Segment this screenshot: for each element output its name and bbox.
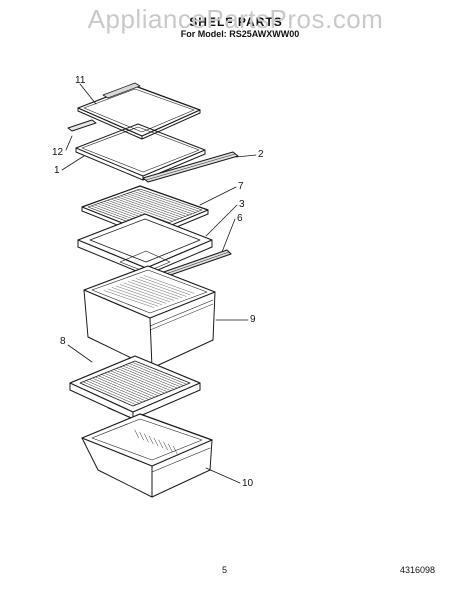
rib-line <box>126 193 190 216</box>
rib-line <box>101 374 156 398</box>
rib-line <box>91 377 146 402</box>
part-12-side-clip <box>67 119 97 132</box>
rib-line <box>110 198 174 222</box>
callout-7: 7 <box>238 181 244 192</box>
part-11-glass-shelf <box>77 82 201 140</box>
document-part-number: 4316098 <box>400 565 436 575</box>
rib-line <box>123 282 175 301</box>
rib-line <box>111 287 163 305</box>
part-10-lower-drawer <box>81 413 213 498</box>
callout-11: 11 <box>75 75 86 86</box>
rib-line <box>104 372 159 397</box>
rib-line <box>113 369 169 393</box>
callout-3: 3 <box>239 199 245 210</box>
rib-line <box>131 361 188 385</box>
callout-1: 1 <box>54 165 60 176</box>
part-2-front-trim <box>142 151 239 183</box>
rib-line <box>82 381 137 405</box>
rib-line <box>130 192 193 215</box>
rib-line <box>115 285 167 304</box>
part-9-crisper-drawer <box>83 265 216 369</box>
callout-8: 8 <box>60 336 66 347</box>
rib-line <box>103 290 155 308</box>
rib-line <box>134 429 140 439</box>
rib-line <box>148 435 154 445</box>
rib-line <box>98 375 153 399</box>
rib-line <box>128 363 184 386</box>
rib-line <box>139 276 191 295</box>
part-8-lower-cover <box>69 355 201 420</box>
rib-line <box>107 288 159 307</box>
rib-line <box>158 439 164 449</box>
rib-line <box>139 431 144 441</box>
part-3-cover-frame <box>77 213 213 276</box>
rib-line <box>125 364 181 388</box>
rib-line <box>95 376 150 400</box>
rib-line <box>116 368 172 391</box>
rib-line <box>144 433 149 443</box>
rib-line <box>168 443 173 453</box>
rib-line <box>110 370 165 394</box>
rib-line <box>172 445 178 455</box>
callout-2: 2 <box>258 149 264 160</box>
rib-line <box>153 437 159 447</box>
rib-line <box>88 379 143 403</box>
rib-line <box>107 371 162 395</box>
diagram-title: SHELF PARTS <box>189 15 283 29</box>
callout-12: 12 <box>52 147 64 158</box>
rib-line <box>120 195 183 218</box>
rib-line <box>107 200 170 223</box>
callout-leader-lines <box>61 83 257 484</box>
watermark: AppliancePartsPros.com <box>87 4 384 34</box>
rib-line <box>131 279 183 298</box>
rib-line <box>122 365 178 389</box>
rib-line <box>119 366 175 390</box>
rib-line <box>85 380 140 404</box>
rib-line <box>133 191 196 213</box>
model-subtitle: For Model: RS25AWXWW00 <box>180 29 300 39</box>
rib-line <box>136 189 200 212</box>
callout-10: 10 <box>242 478 254 489</box>
rib-line <box>135 278 187 297</box>
rib-line <box>143 275 195 294</box>
rib-line <box>123 194 187 217</box>
rib-line <box>119 284 171 303</box>
rib-line <box>163 441 168 451</box>
rib-line <box>117 196 180 220</box>
callout-6: 6 <box>237 213 243 224</box>
rib-line <box>113 197 177 221</box>
page-number: 5 <box>222 565 228 575</box>
rib-line <box>127 281 179 300</box>
callout-9: 9 <box>250 314 256 325</box>
